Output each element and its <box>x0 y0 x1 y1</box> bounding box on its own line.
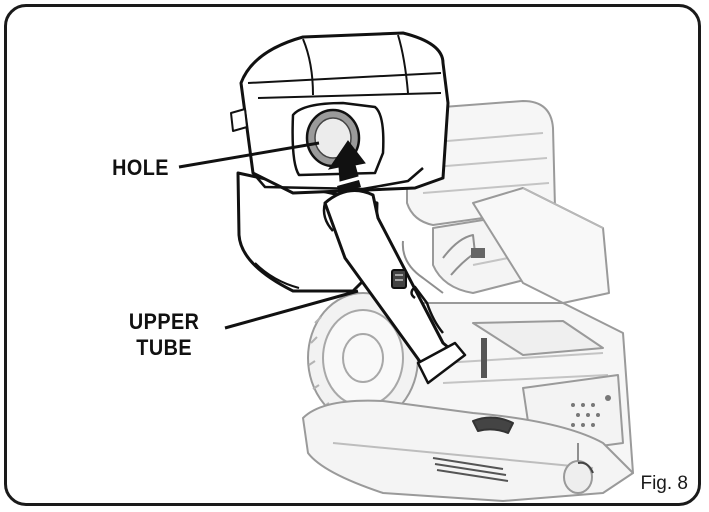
figure-frame: HOLE UPPER TUBE Fig. 8 <box>4 4 701 506</box>
hole-callout: HOLE <box>112 155 169 180</box>
upper-tube-callout-line1: UPPER <box>128 309 200 334</box>
upper-tube <box>322 189 467 385</box>
illustration <box>178 31 634 502</box>
upper-tube-leader-line <box>224 289 359 330</box>
up-arrow <box>327 140 366 193</box>
leader-lines <box>178 141 359 330</box>
upper-tube-callout-line2: TUBE <box>136 335 192 360</box>
hole-leader-line <box>178 141 320 169</box>
collection-bag <box>230 31 450 293</box>
figure-number: Fig. 8 <box>640 473 688 494</box>
mower-body <box>302 100 634 502</box>
upper-tube-callout: UPPER TUBE <box>129 309 199 361</box>
